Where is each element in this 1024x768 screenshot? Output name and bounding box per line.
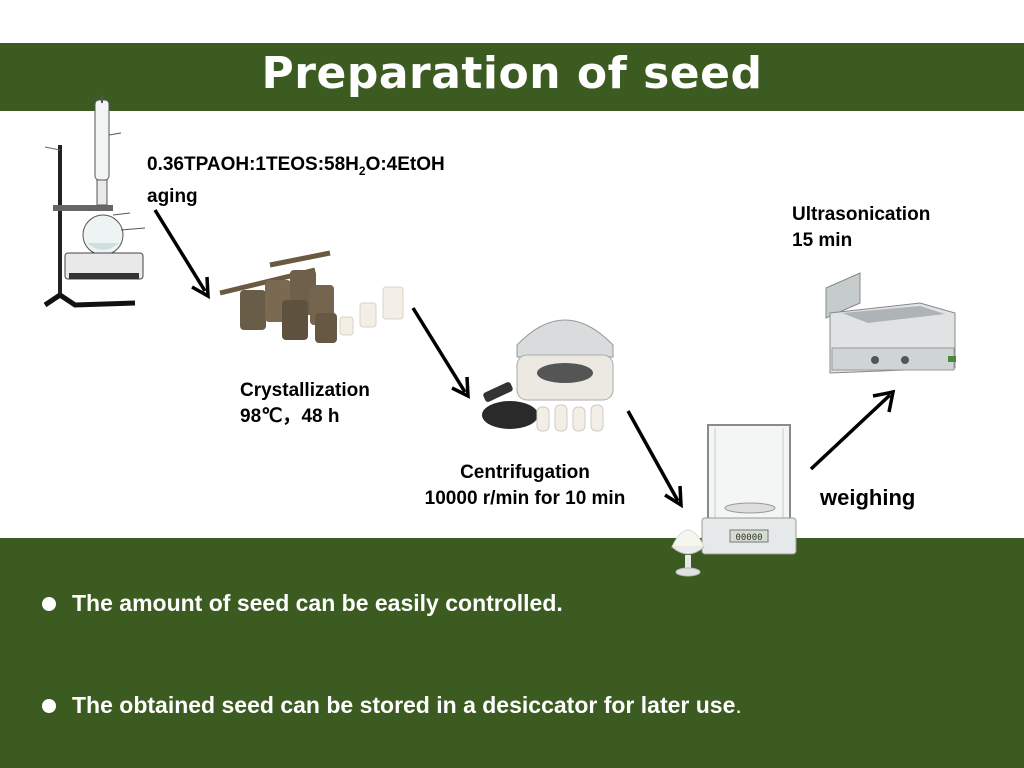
- aging-formula: 0.36TPAOH:1TEOS:58H2O:4EtOH: [147, 154, 445, 178]
- centrifugation-conditions: 10000 r/min for 10 min: [424, 488, 626, 509]
- bullet-icon: [42, 698, 56, 713]
- arrow-icon: [153, 209, 210, 300]
- ultrasonication-title: Ultrasonication: [792, 204, 931, 225]
- centrifuge-icon: [482, 319, 614, 432]
- arrow-icon: [809, 389, 896, 471]
- bullet-icon: [42, 596, 56, 611]
- crystallization-title: Crystallization: [240, 380, 370, 401]
- bullet-item: The amount of seed can be easily control…: [42, 590, 563, 617]
- title-band: [0, 43, 1024, 111]
- ultrasonic-bath-icon: [825, 272, 956, 374]
- weighing-label: weighing: [820, 485, 916, 510]
- bullet-text: The obtained seed can be stored in a des…: [72, 692, 736, 718]
- bullet-suffix: .: [735, 692, 742, 718]
- balance-display: 00000: [735, 533, 762, 543]
- ultrasonication-time: 15 min: [792, 230, 853, 251]
- arrow-icon: [626, 410, 683, 509]
- aging-text: aging: [147, 185, 198, 207]
- autoclave-icon: [219, 250, 404, 343]
- crystallization-label: Crystallization 98℃，48 h: [240, 378, 370, 430]
- bottom-band: [0, 538, 1024, 768]
- centrifugation-label: Centrifugation 10000 r/min for 10 min: [405, 460, 645, 512]
- centrifugation-title: Centrifugation: [460, 462, 590, 483]
- slide-title: Preparation of seed: [261, 48, 763, 99]
- reflux-apparatus-icon: [43, 95, 146, 308]
- aging-label: 0.36TPAOH:1TEOS:58H2O:4EtOH aging: [147, 152, 445, 210]
- bullet-item: The obtained seed can be stored in a des…: [42, 692, 742, 719]
- analytical-balance-icon: 00000: [701, 424, 797, 555]
- bullet-text: The amount of seed can be easily control…: [72, 590, 563, 616]
- powder-sample-icon: [671, 529, 705, 577]
- crystallization-conditions: 98℃，48 h: [240, 406, 340, 427]
- arrow-icon: [411, 307, 470, 399]
- ultrasonication-label: Ultrasonication 15 min: [792, 202, 930, 254]
